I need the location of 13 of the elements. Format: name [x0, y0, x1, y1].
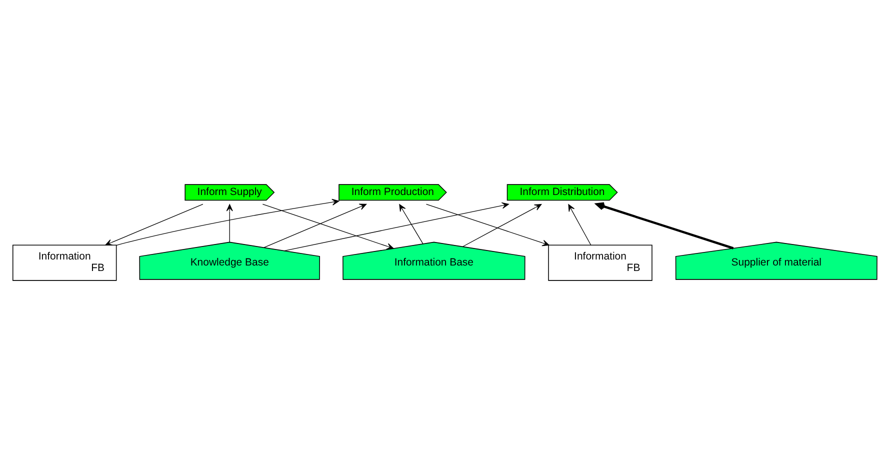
arrow: [264, 203, 367, 248]
node-box: Information FB: [548, 244, 652, 280]
arrow: [284, 202, 509, 251]
arrow: [226, 204, 233, 242]
node-box: Information FB: [12, 244, 117, 280]
arrow: [262, 203, 394, 249]
arrow: [105, 203, 204, 246]
arrow: [426, 203, 550, 246]
arrow: [568, 204, 592, 245]
arrow: [596, 202, 734, 249]
arrow: [116, 198, 340, 246]
arrow: [462, 203, 542, 246]
arrow: [399, 204, 424, 244]
